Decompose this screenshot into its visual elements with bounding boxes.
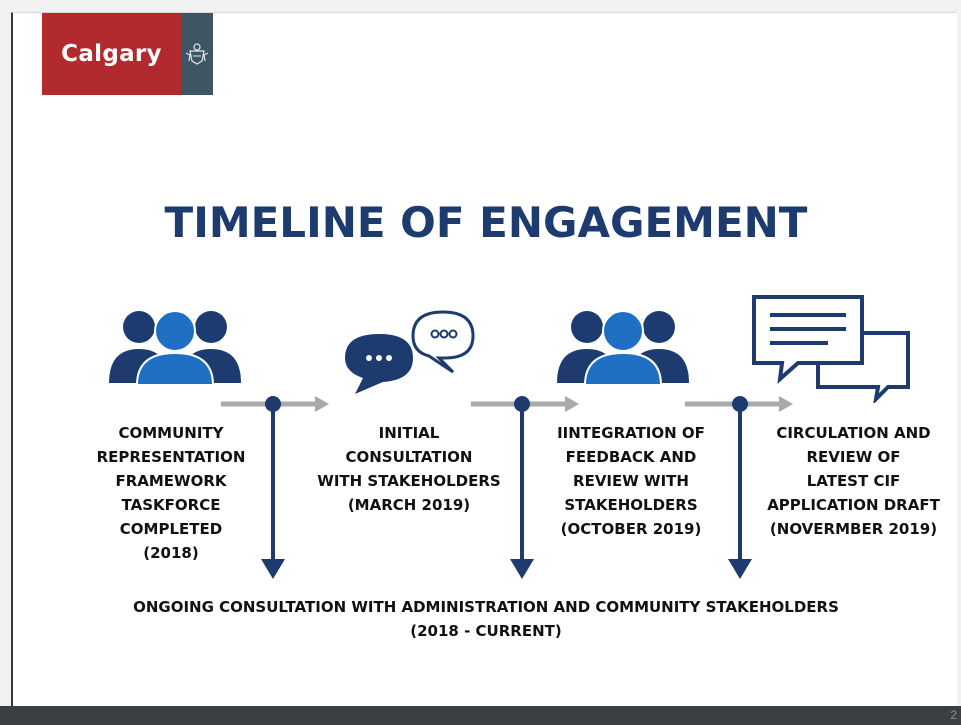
stage-text-line: COMMUNITY (118, 424, 224, 442)
stage-text-line: REVIEW WITH (573, 472, 689, 490)
calgary-logo: Calgary (42, 13, 181, 95)
stage-text-line: (2018) (143, 544, 199, 562)
stage-1-label: COMMUNITY REPRESENTATION FRAMEWORK TASKF… (81, 421, 261, 565)
stage-text-line: (OCTOBER 2019) (560, 520, 702, 538)
down-arrow (261, 396, 285, 579)
slide-title: TIMELINE OF ENGAGEMENT (164, 198, 808, 247)
stage-text-line: COMPLETED (119, 520, 223, 538)
speech-bubbles-icon (345, 310, 475, 394)
stage-text-line: TASKFORCE (121, 496, 221, 514)
city-crest-icon (181, 13, 213, 95)
logo-text: Calgary (61, 41, 162, 67)
stage-2-label: INITIAL CONSULTATION WITH STAKEHOLDERS (… (309, 421, 509, 517)
footer-bar: 2 (0, 706, 961, 725)
page-number: 2 (950, 708, 957, 722)
slide: Calgary TIMELINE OF ENGAGEMENT (11, 12, 957, 724)
people-group-icon (109, 310, 241, 385)
ongoing-dates: (2018 - CURRENT) (410, 622, 562, 640)
stage-text-line: LATEST CIF (806, 472, 901, 490)
down-arrow (728, 396, 752, 579)
ongoing-line: ONGOING CONSULTATION WITH ADMINISTRATION… (133, 598, 839, 616)
stage-text-line: (NOVERMBER 2019) (769, 520, 938, 538)
stage-text-line: WITH STAKEHOLDERS (317, 472, 501, 490)
down-arrow (510, 396, 534, 579)
stage-3-label: IINTEGRATION OF FEEDBACK AND REVIEW WITH… (541, 421, 721, 541)
stage-text-line: CIRCULATION AND (776, 424, 931, 442)
stage-text-line: STAKEHOLDERS (564, 496, 698, 514)
stage-text-line: IINTEGRATION OF (557, 424, 705, 442)
stage-text-line: REPRESENTATION (96, 448, 246, 466)
ongoing-consultation: ONGOING CONSULTATION WITH ADMINISTRATION… (13, 595, 959, 643)
stage-text-line: (MARCH 2019) (347, 496, 471, 514)
stage-text-line: CONSULTATION (345, 448, 473, 466)
stage-text-line: REVIEW OF (806, 448, 901, 466)
stage-4-label: CIRCULATION AND REVIEW OF LATEST CIF APP… (751, 421, 956, 541)
stage-text-line: FEEDBACK AND (565, 448, 697, 466)
document-messages-icon (752, 295, 910, 403)
people-group-icon (557, 310, 689, 385)
stage-text-line: FRAMEWORK (115, 472, 227, 490)
stage-text-line: INITIAL (378, 424, 440, 442)
stage-text-line: APPLICATION DRAFT (767, 496, 940, 514)
